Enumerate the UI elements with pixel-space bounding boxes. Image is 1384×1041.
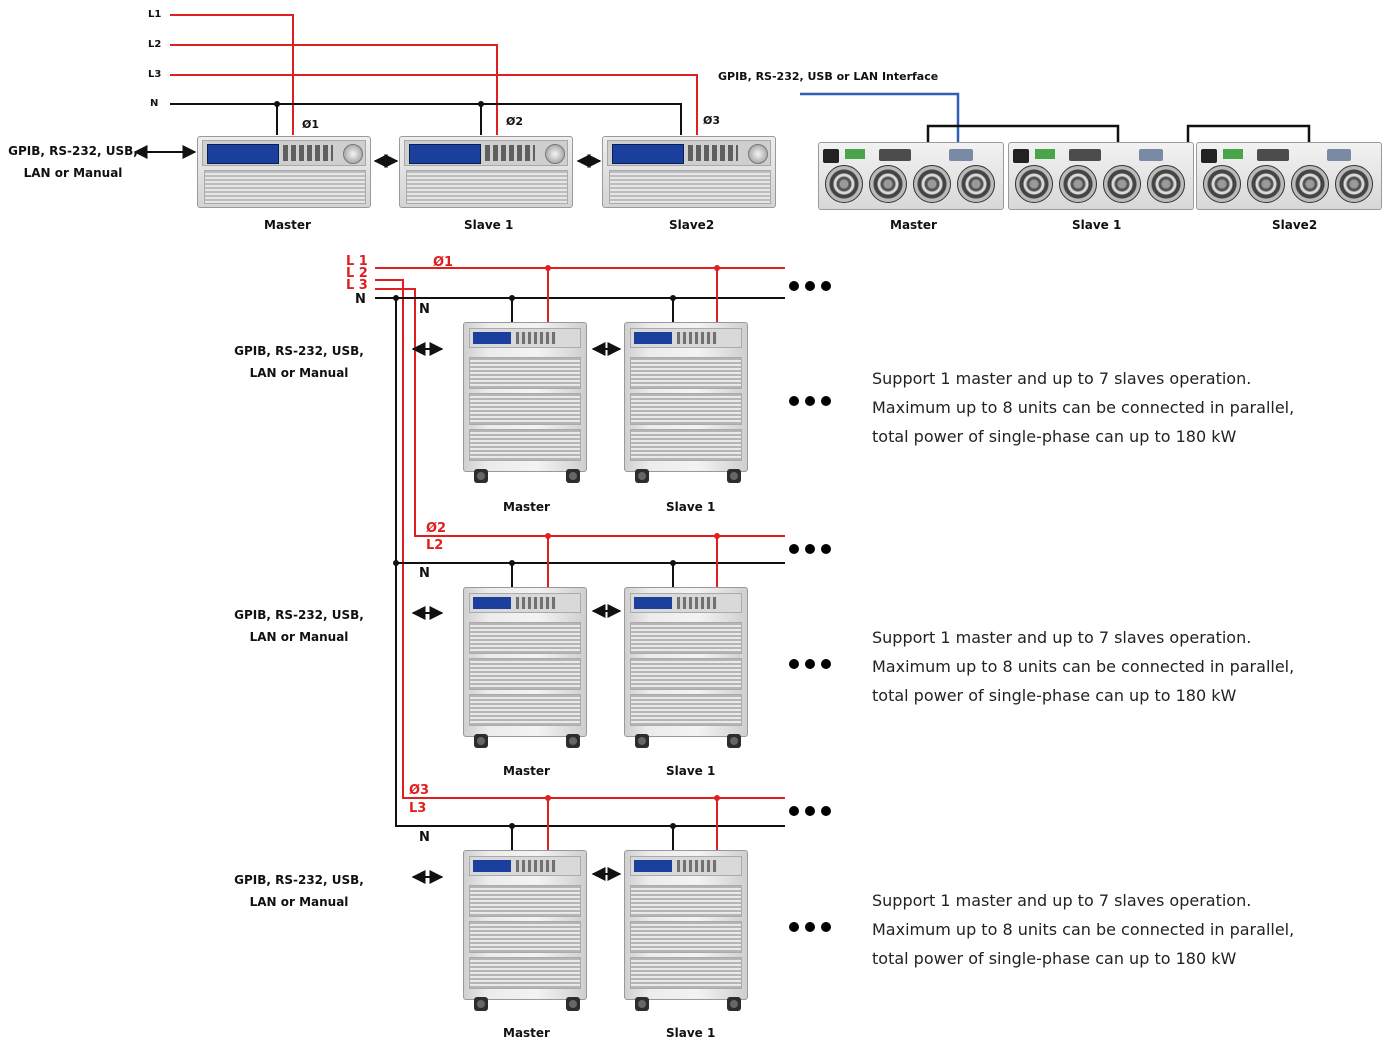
front-unit-slave2 <box>602 136 776 208</box>
g2-neutral-label: N <box>419 566 430 581</box>
wire-l3 <box>170 74 698 135</box>
g1-line-label-l3: L 3 <box>346 278 368 293</box>
top-left-bus <box>133 14 698 168</box>
g3-note: Support 1 master and up to 7 slaves oper… <box>872 886 1294 973</box>
g1-cabinet-slave1 <box>624 322 748 472</box>
g1-l3-feed <box>375 288 785 537</box>
top-left-caption-slave1: Slave 1 <box>464 218 514 232</box>
g3-cabinet-slave1 <box>624 850 748 1000</box>
top-left-interface-label: GPIB, RS-232, USB, LAN or Manual <box>8 144 138 180</box>
top-left-caption-slave2: Slave2 <box>669 218 715 232</box>
wire-l2 <box>170 44 498 135</box>
g3-caption-master: Master <box>503 1026 550 1040</box>
g2-master-wheel <box>474 734 488 748</box>
g2-note: Support 1 master and up to 7 slaves oper… <box>872 623 1294 710</box>
g2-note-line: Maximum up to 8 units can be connected i… <box>872 657 1295 676</box>
top-right-caption-slave1: Slave 1 <box>1072 218 1122 232</box>
rear-unit-slave1 <box>1008 142 1194 210</box>
g1-neutral-label: N <box>419 302 430 317</box>
g1-note-line: Maximum up to 8 units can be connected i… <box>872 398 1295 417</box>
g1-master-wheel <box>474 469 488 483</box>
g1-caption-slave1: Slave 1 <box>666 500 716 514</box>
g3-slave-wheel <box>727 997 741 1011</box>
g2-phase-label: Ø2 <box>426 521 447 536</box>
top-right-caption-slave2: Slave2 <box>1272 218 1318 232</box>
g3-note-line: Support 1 master and up to 7 slaves oper… <box>872 891 1252 910</box>
g1-cabinet-master <box>463 322 587 472</box>
g3-master-wheel <box>566 997 580 1011</box>
g2-bus-continuation-dots <box>789 544 837 554</box>
line-label-l2: L2 <box>148 39 162 50</box>
g2-slave-wheel <box>727 734 741 748</box>
top-right-interface-label: GPIB, RS-232, USB or LAN Interface <box>718 70 939 83</box>
line-label-n: N <box>150 98 159 109</box>
g2-cabinet-master <box>463 587 587 737</box>
g3-note-line: total power of single-phase can up to 18… <box>872 949 1237 968</box>
g2-caption-master: Master <box>503 764 550 778</box>
rear-unit-slave2 <box>1196 142 1382 210</box>
rear-unit-master <box>818 142 1004 210</box>
g1-phase-label: Ø1 <box>433 255 454 270</box>
top-left-caption-master: Master <box>264 218 311 232</box>
line-label-l3: L3 <box>148 69 162 80</box>
g2-line-label: L2 <box>426 538 444 553</box>
g2-slave-wheel <box>635 734 649 748</box>
g3-master-wheel <box>474 997 488 1011</box>
phase-label-2: Ø2 <box>506 115 524 128</box>
g2-note-line: total power of single-phase can up to 18… <box>872 686 1237 705</box>
g1-line-label-l2: L 2 <box>346 266 368 281</box>
g2-master-wheel <box>566 734 580 748</box>
g1-slave-wheel <box>727 469 741 483</box>
g3-bus-continuation-dots <box>789 806 837 816</box>
front-unit-slave1 <box>399 136 573 208</box>
g3-caption-slave1: Slave 1 <box>666 1026 716 1040</box>
g2-interface-label: GPIB, RS-232, USB, LAN or Manual <box>234 608 364 644</box>
g3-slave-wheel <box>635 997 649 1011</box>
front-unit-master <box>197 136 371 208</box>
g3-unit-continuation-dots <box>789 922 837 932</box>
wire-l1 <box>170 14 294 135</box>
g1-neutral-label-left: N <box>355 292 366 307</box>
line-label-l1: L1 <box>148 9 162 20</box>
g1-note-line: total power of single-phase can up to 18… <box>872 427 1237 446</box>
g1-note: Support 1 master and up to 7 slaves oper… <box>872 364 1294 451</box>
g3-phase-label: Ø3 <box>409 783 430 798</box>
g1-unit-continuation-dots <box>789 396 837 406</box>
g2-cabinet-slave1 <box>624 587 748 737</box>
g1-line-label-l1: L 1 <box>346 254 368 269</box>
g2-unit-continuation-dots <box>789 659 837 669</box>
top-right-caption-master: Master <box>890 218 937 232</box>
g1-interface-label: GPIB, RS-232, USB, LAN or Manual <box>234 344 364 380</box>
lower-bus <box>375 265 785 884</box>
interface-wire <box>800 92 960 148</box>
g1-slave-wheel <box>635 469 649 483</box>
wire-n <box>170 103 682 135</box>
g1-bus-continuation-dots <box>789 281 837 291</box>
g3-line-label: L3 <box>409 801 427 816</box>
g3-interface-label: GPIB, RS-232, USB, LAN or Manual <box>234 873 364 909</box>
g3-note-line: Maximum up to 8 units can be connected i… <box>872 920 1295 939</box>
g1-note-line: Support 1 master and up to 7 slaves oper… <box>872 369 1252 388</box>
g1-caption-master: Master <box>503 500 550 514</box>
g1-master-wheel <box>566 469 580 483</box>
phase-label-3: Ø3 <box>703 114 721 127</box>
g1-l2-feed <box>375 279 785 799</box>
g3-cabinet-master <box>463 850 587 1000</box>
g2-caption-slave1: Slave 1 <box>666 764 716 778</box>
g2-note-line: Support 1 master and up to 7 slaves oper… <box>872 628 1252 647</box>
g3-neutral-label: N <box>419 830 430 845</box>
n-trunk <box>395 298 785 827</box>
phase-label-1: Ø1 <box>302 118 320 131</box>
